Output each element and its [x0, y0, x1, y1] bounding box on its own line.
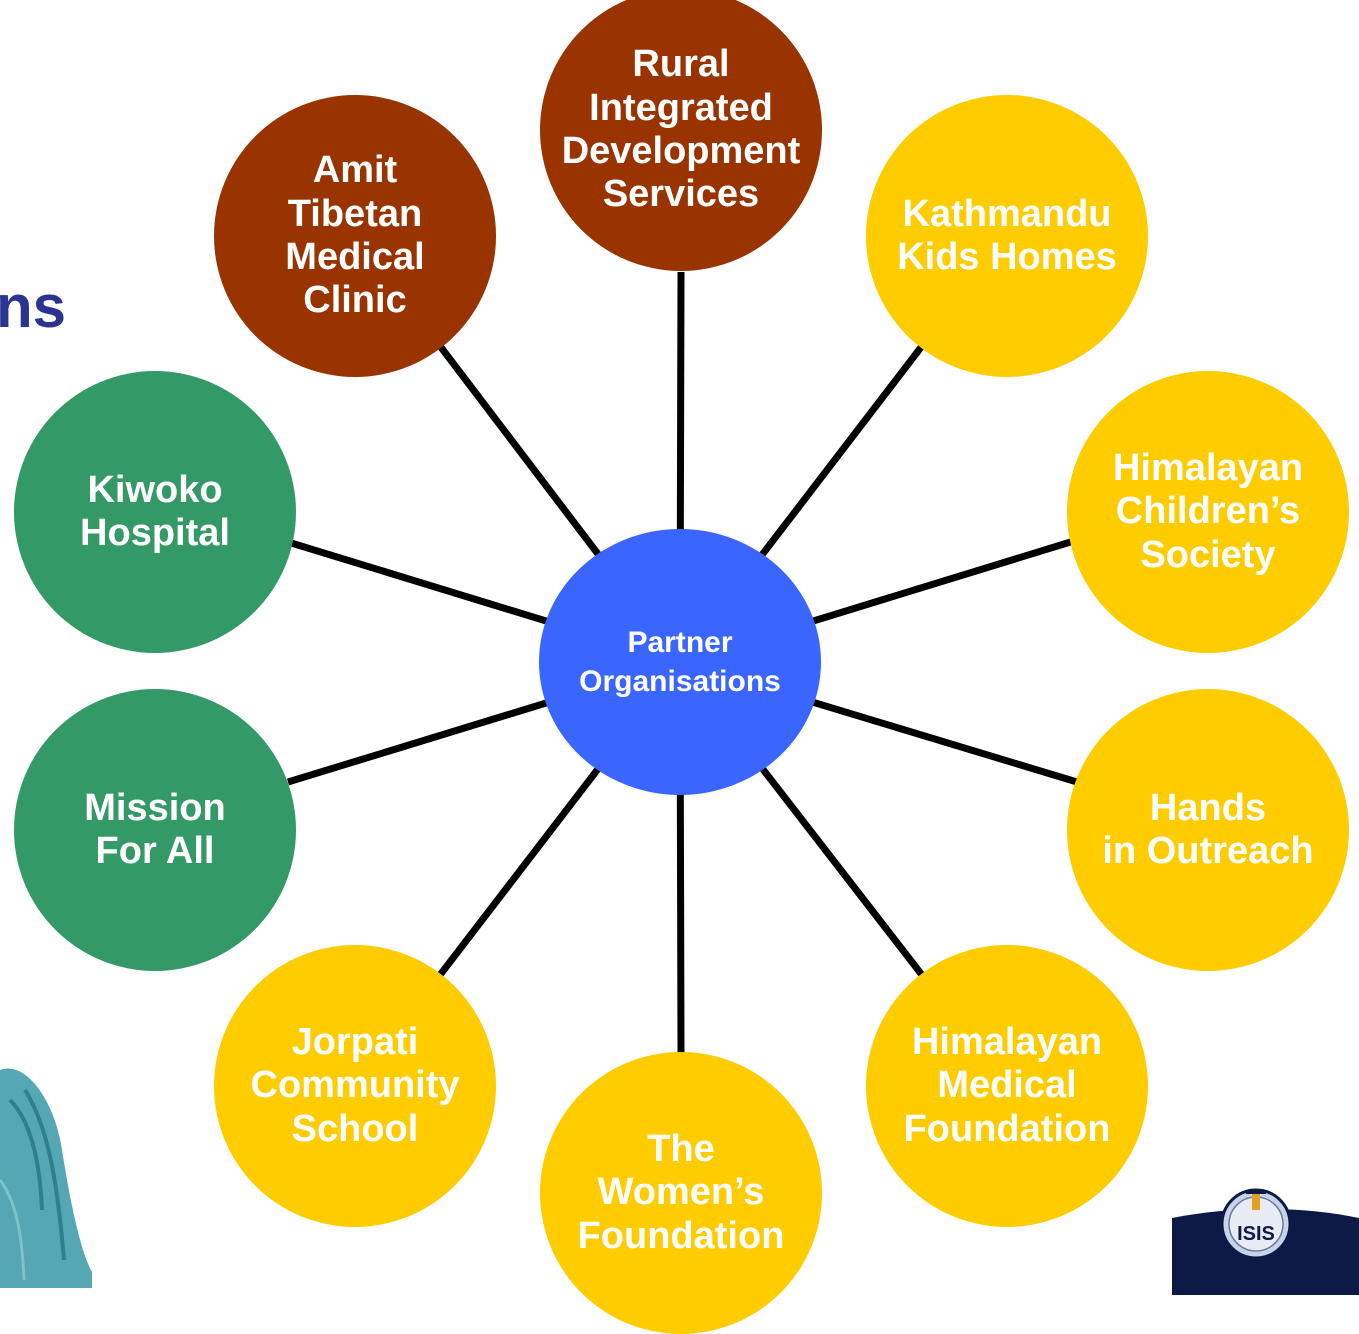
- node-label: Kathmandu Kids Homes: [897, 192, 1117, 278]
- photo-fragment: [0, 1068, 92, 1288]
- node-label: The Women’s Foundation: [577, 1128, 785, 1257]
- node-kathmandu-kids-homes: Kathmandu Kids Homes: [866, 95, 1148, 377]
- node-mission-for-all: Mission For All: [14, 689, 296, 971]
- node-kiwoko-hospital: Kiwoko Hospital: [14, 371, 296, 653]
- node-amit-tibetan-medical-clinic: Amit Tibetan Medical Clinic: [214, 95, 496, 377]
- node-himalayan-medical-foundation: Himalayan Medical Foundation: [866, 945, 1148, 1227]
- hub-partner-organisations: Partner Organisations: [539, 529, 821, 795]
- node-label: Mission For All: [84, 786, 226, 872]
- isis-foundation-logo: ISIS: [1172, 1156, 1359, 1295]
- node-jorpati-community-school: Jorpati Community School: [214, 945, 496, 1227]
- node-label: Himalayan Medical Foundation: [903, 1021, 1111, 1150]
- node-label: Amit Tibetan Medical Clinic: [285, 149, 425, 322]
- hub-label: Partner Organisations: [579, 626, 781, 698]
- node-himalayan-childrens-society: Himalayan Children’s Society: [1067, 371, 1349, 653]
- node-label: Hands in Outreach: [1102, 786, 1314, 872]
- node-the-womens-foundation: The Women’s Foundation: [540, 1052, 822, 1334]
- page-heading-fragment: ns: [0, 273, 67, 340]
- node-label: Himalayan Children’s Society: [1112, 447, 1304, 576]
- node-label: Kiwoko Hospital: [80, 468, 230, 554]
- node-rural-integrated-development-services: Rural Integrated Development Services: [540, 0, 822, 271]
- node-label: Jorpati Community School: [250, 1021, 460, 1150]
- logo-text: ISIS: [1237, 1223, 1275, 1245]
- node-hands-in-outreach: Hands in Outreach: [1067, 689, 1349, 971]
- node-label: Rural Integrated Development Services: [561, 43, 801, 216]
